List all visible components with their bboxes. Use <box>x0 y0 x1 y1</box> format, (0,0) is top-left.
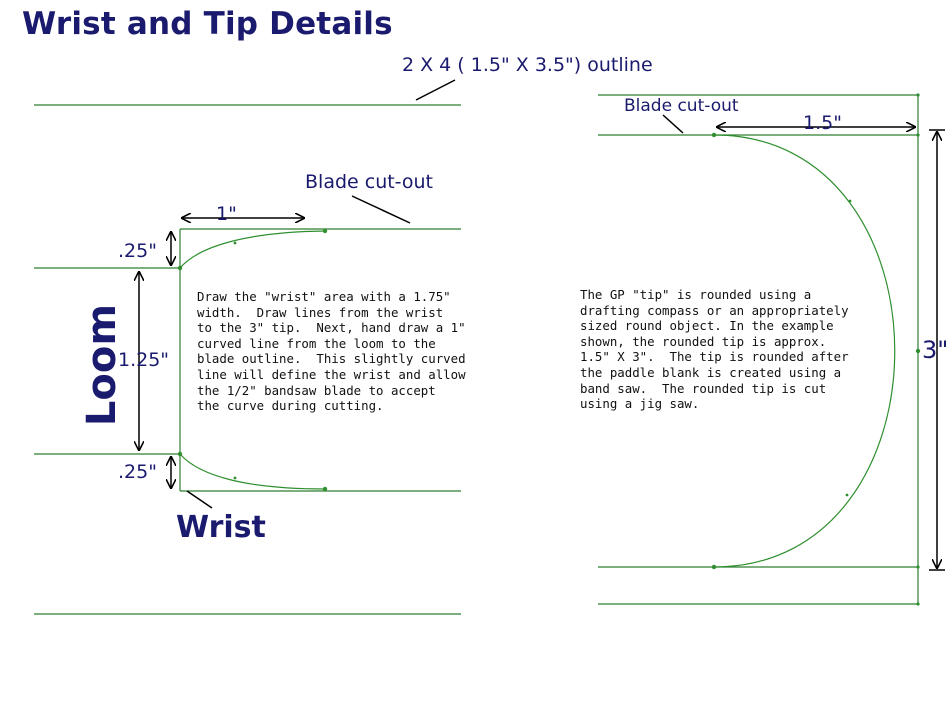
blade-right-leader <box>662 114 684 134</box>
dim-125-label: 1.25" <box>118 349 170 371</box>
dim-025-bottom-label: .25" <box>118 461 157 483</box>
page-title: Wrist and Tip Details <box>22 6 393 42</box>
blade-left-leader <box>351 195 411 224</box>
blade-cutout-label-right: Blade cut-out <box>624 96 739 116</box>
wrist-label: Wrist <box>176 510 266 545</box>
wrist-leader <box>186 490 213 509</box>
dim-3-label: 3" <box>922 336 949 364</box>
wrist-curve-top <box>179 230 326 269</box>
wrist-instructions-note: Draw the "wrist" area with a 1.75" width… <box>197 289 466 414</box>
tip-instructions-note: The GP "tip" is rounded using a drafting… <box>580 287 849 412</box>
dim-1in-label: 1" <box>216 203 237 225</box>
wrist-curve-bottom <box>179 453 326 490</box>
dim-025-top-label: .25" <box>118 240 157 262</box>
outline-label: 2 X 4 ( 1.5" X 3.5") outline <box>402 54 653 76</box>
blade-cutout-label-left: Blade cut-out <box>305 171 434 193</box>
dim-15-label: 1.5" <box>803 112 842 134</box>
loom-label: Loom <box>79 303 125 427</box>
tip-curve <box>713 134 896 568</box>
outline-leader <box>415 79 456 101</box>
